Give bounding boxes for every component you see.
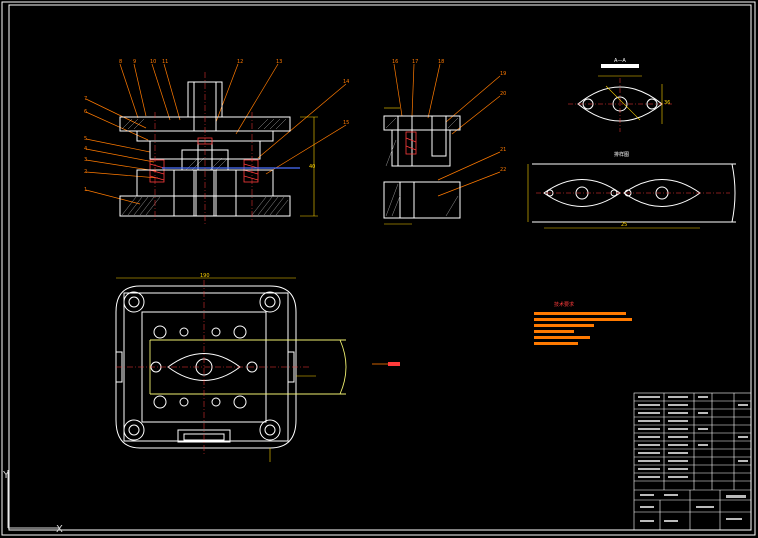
svg-text:排样图: 排样图 [614,151,629,158]
leader-numbers: 7 6 5 4 3 2 1 8 9 10 11 12 13 14 15 [84,59,349,193]
side-section-view: 16 17 18 19 20 21 22 [383,59,506,225]
ucs-axis-icon [7,470,60,529]
svg-text:16: 16 [392,59,398,65]
svg-text:14: 14 [343,79,349,85]
svg-text:5: 5 [84,136,87,142]
strip-outline [149,339,347,395]
title-block-text-bars [638,396,748,522]
svg-text:A—A: A—A [614,58,626,64]
leader-lines-left [85,63,347,205]
technical-notes: 技术要求 [534,301,632,345]
part-dimension: 36 [664,100,670,106]
svg-text:6: 6 [84,109,87,115]
svg-text:20: 20 [500,91,506,97]
svg-text:10: 10 [150,59,156,65]
title-block [633,392,752,531]
svg-text:1: 1 [84,187,87,193]
side-hatch [385,117,459,217]
front-dimensions [300,116,318,217]
front-section-view: 7 6 5 4 3 2 1 8 9 10 11 12 13 14 15 [84,59,349,224]
part-drawing: A—A 36 [568,58,672,132]
svg-text:7: 7 [84,96,87,102]
strip-width-dimension: 25 [621,222,627,228]
strip-layout: 排样图 25 [527,151,736,229]
ucs-x-label: X [56,524,63,535]
side-springs [405,131,417,155]
svg-text:3: 3 [84,157,87,163]
stripper-springs [149,137,259,183]
svg-text:15: 15 [343,120,349,126]
svg-text:22: 22 [500,167,506,173]
svg-text:2: 2 [84,169,87,175]
svg-text:13: 13 [276,59,282,65]
svg-text:12: 12 [237,59,243,65]
svg-text:17: 17 [412,59,418,65]
svg-text:190: 190 [200,273,210,279]
height-dimension: 40 [309,164,315,170]
svg-text:19: 19 [500,71,506,77]
die-hatching [121,118,289,216]
svg-text:4: 4 [84,146,87,152]
plan-view: 190 [115,273,400,462]
svg-text:9: 9 [133,59,136,65]
ucs-y-label: Y [2,470,10,481]
svg-text:18: 18 [438,59,444,65]
side-plates [383,115,461,219]
front-centerlines [154,72,253,224]
svg-text:21: 21 [500,147,506,153]
svg-text:8: 8 [119,59,122,65]
svg-text:11: 11 [162,59,168,65]
svg-text:技术要求: 技术要求 [554,301,574,308]
